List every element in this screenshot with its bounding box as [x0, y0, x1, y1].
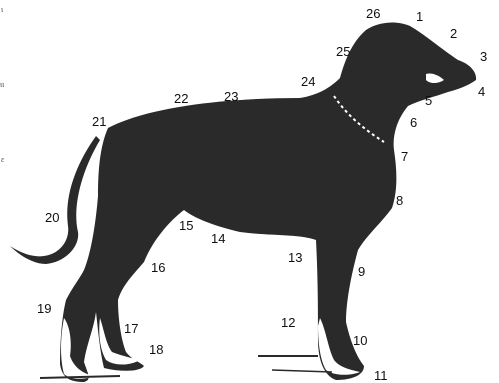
- label-19: 19: [37, 301, 51, 316]
- dog-silhouette: [10, 23, 476, 382]
- label-12: 12: [281, 315, 295, 330]
- edge-fragment-2: ιι: [0, 80, 5, 89]
- label-18: 18: [149, 342, 163, 357]
- label-25: 25: [336, 44, 350, 59]
- label-9: 9: [358, 264, 365, 279]
- ground-shadow-back: [40, 376, 120, 378]
- edge-fragment-1: ι: [1, 5, 4, 14]
- label-2: 2: [450, 26, 457, 41]
- label-26: 26: [366, 6, 380, 21]
- label-8: 8: [396, 193, 403, 208]
- label-10: 10: [353, 333, 367, 348]
- label-5: 5: [425, 93, 432, 108]
- label-6: 6: [410, 115, 417, 130]
- label-4: 4: [478, 84, 485, 99]
- label-22: 22: [174, 91, 188, 106]
- label-16: 16: [151, 260, 165, 275]
- label-17: 17: [124, 321, 138, 336]
- label-15: 15: [179, 218, 193, 233]
- edge-fragment-3: ε: [1, 155, 5, 164]
- label-13: 13: [288, 250, 302, 265]
- label-23: 23: [224, 89, 238, 104]
- dog-tail: [10, 136, 100, 264]
- label-3: 3: [480, 49, 487, 64]
- label-24: 24: [301, 74, 315, 89]
- label-7: 7: [401, 149, 408, 164]
- dog-body: [60, 23, 476, 382]
- label-21: 21: [92, 114, 106, 129]
- page-edge-fragments: ι ιι ε: [0, 5, 5, 164]
- label-14: 14: [211, 231, 225, 246]
- label-20: 20: [45, 210, 59, 225]
- label-1: 1: [416, 9, 423, 24]
- ground-shadow-mid: [272, 370, 332, 372]
- label-11: 11: [374, 368, 388, 383]
